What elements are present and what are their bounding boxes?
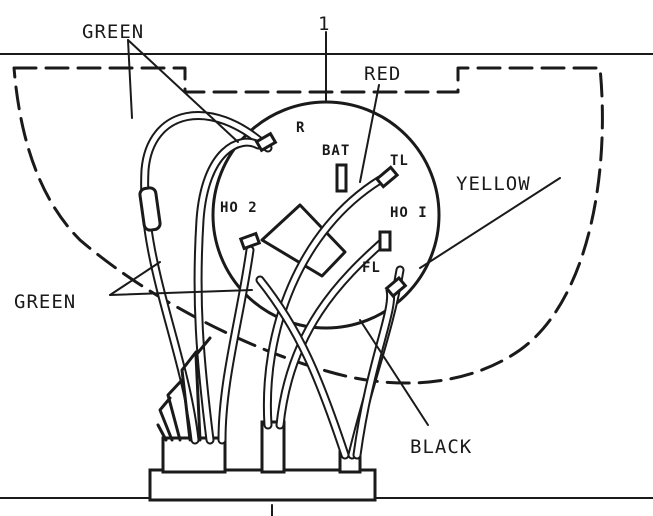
label-yellow: YELLOW xyxy=(456,173,531,195)
terminal-connectors xyxy=(238,131,408,299)
connector-block xyxy=(148,468,377,502)
label-ho2: HO 2 xyxy=(220,200,258,216)
wire-bundle xyxy=(140,111,405,460)
label-r: R xyxy=(296,120,305,136)
label-green-top: GREEN xyxy=(82,21,144,43)
label-red: RED xyxy=(364,63,401,85)
connector-sleeve-mid xyxy=(260,420,286,474)
label-green-left: GREEN xyxy=(14,291,76,313)
housing-outline xyxy=(12,66,604,385)
bulb-socket xyxy=(211,100,441,330)
wire-sleeve xyxy=(138,186,162,232)
label-black: BLACK xyxy=(410,436,472,458)
callout-number: 1 xyxy=(318,13,330,35)
label-ho1: HO I xyxy=(390,205,428,221)
bat-terminal xyxy=(335,163,348,193)
label-fl: FL xyxy=(362,260,381,276)
leader-lines xyxy=(109,31,561,516)
loose-wire-ends xyxy=(156,336,212,442)
label-bat: BAT xyxy=(322,143,350,159)
label-tl: TL xyxy=(390,153,409,169)
